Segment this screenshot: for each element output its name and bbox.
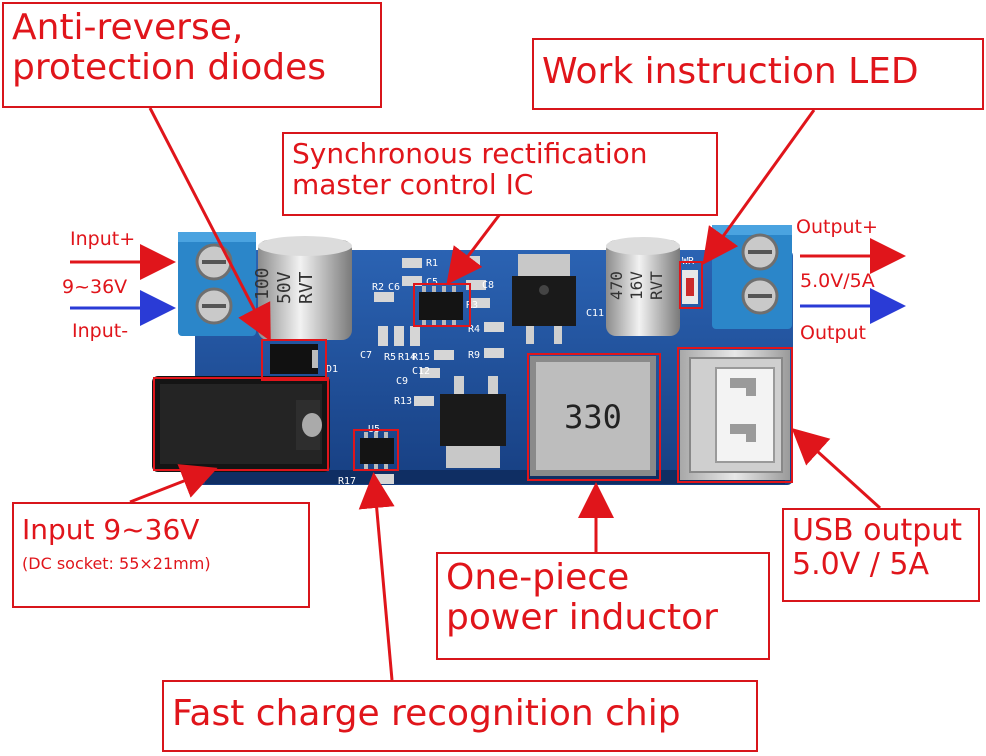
- silk-r15: R15: [412, 352, 430, 363]
- diode-d1: [270, 344, 318, 374]
- output-voltage-text: 5.0V/5A: [800, 270, 875, 292]
- cap-right-text-3: RVT: [647, 271, 666, 300]
- silk-r9: R9: [468, 350, 480, 361]
- label-input-socket: Input 9~36V (DC socket: 55×21mm): [12, 502, 310, 608]
- power-inductor: 330: [530, 356, 656, 476]
- label-anti-reverse: Anti-reverse, protection diodes: [2, 2, 382, 108]
- pointer-arrows: [129, 107, 882, 681]
- silk-r17: R17: [338, 476, 356, 487]
- silk-d1: D1: [326, 364, 338, 375]
- silk-r13: R13: [394, 396, 412, 407]
- silkscreen: R1 C5 C8 R2 C6 R3 R4 R9 R5 R14 R15 C9 C1…: [326, 256, 695, 487]
- output-plus-text: Output+: [796, 216, 878, 238]
- label-inductor: One-piece power inductor: [436, 552, 770, 660]
- output-capacitor: 470 16V RVT: [606, 237, 680, 336]
- inductor-value: 330: [564, 398, 622, 436]
- cap-left-text-2: 50V: [274, 271, 295, 304]
- silk-c6: C6: [388, 282, 400, 293]
- output-terminal-block: [712, 225, 792, 329]
- input-minus-text: Input-: [72, 320, 129, 342]
- cap-left-text-1: 100: [252, 267, 273, 300]
- input-capacitor: 100 50V RVT: [252, 236, 352, 340]
- input-plus-text: Input+: [70, 228, 136, 250]
- silk-r14: R14: [398, 352, 416, 363]
- highlight-boxes: [153, 261, 793, 483]
- label-usb-output: USB output 5.0V / 5A: [782, 508, 980, 602]
- silk-c9: C9: [396, 376, 408, 387]
- silk-r4: R4: [468, 324, 480, 335]
- silk-r1: R1: [426, 258, 438, 269]
- label-fast-charge: Fast charge recognition chip: [162, 680, 758, 752]
- label-sync-ic: Synchronous rectification master control…: [282, 132, 718, 216]
- silk-r5: R5: [384, 352, 396, 363]
- dc-socket: [152, 376, 330, 472]
- label-work-led: Work instruction LED: [532, 38, 984, 110]
- input-voltage-text: 9~36V: [62, 276, 128, 298]
- silk-c5: C5: [426, 277, 438, 288]
- silk-c11: C11: [586, 308, 604, 319]
- mosfet-top: [512, 254, 576, 344]
- output-minus-text: Output: [800, 322, 866, 344]
- silk-c7: C7: [360, 350, 372, 361]
- silk-r2: R2: [372, 282, 384, 293]
- cap-right-text-1: 470: [607, 271, 626, 300]
- cap-right-text-2: 16V: [627, 271, 646, 300]
- usb-port: [680, 350, 790, 480]
- cap-left-text-3: RVT: [296, 271, 317, 304]
- fast-charge-chip: [360, 438, 394, 464]
- input-terminal-block: [178, 232, 256, 336]
- silk-c8: C8: [482, 280, 494, 291]
- silk-c12: C12: [412, 366, 430, 377]
- silk-r3: R3: [466, 300, 478, 311]
- mosfet-bottom: [440, 376, 506, 468]
- sync-ic-chip: [419, 292, 463, 320]
